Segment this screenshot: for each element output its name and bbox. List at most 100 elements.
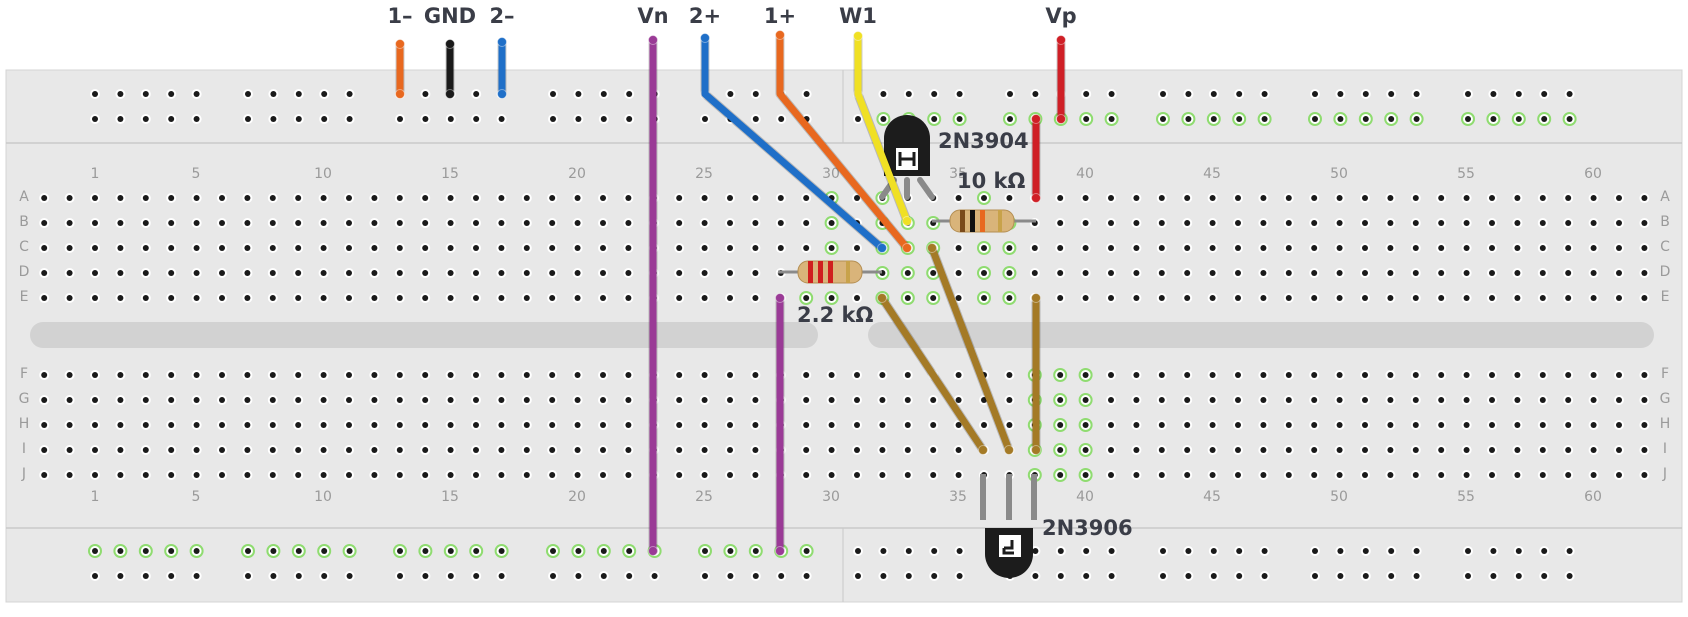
hole bbox=[1590, 195, 1597, 201]
hole bbox=[1082, 195, 1089, 201]
col-num: 25 bbox=[695, 166, 713, 182]
hole bbox=[320, 295, 327, 301]
hole bbox=[1133, 472, 1140, 478]
hole bbox=[752, 270, 759, 276]
hole bbox=[244, 270, 251, 276]
hole bbox=[422, 245, 429, 251]
hole bbox=[1336, 295, 1343, 301]
hole bbox=[600, 548, 607, 554]
hole bbox=[930, 447, 937, 453]
hole bbox=[1337, 91, 1344, 97]
hole bbox=[1158, 422, 1165, 428]
hole bbox=[295, 270, 302, 276]
hole bbox=[931, 91, 938, 97]
hole bbox=[1057, 195, 1064, 201]
hole bbox=[549, 372, 556, 378]
hole bbox=[371, 372, 378, 378]
hole bbox=[828, 422, 835, 428]
wire-w1 bbox=[854, 32, 911, 225]
hole bbox=[727, 447, 733, 453]
hole bbox=[473, 270, 479, 276]
hole bbox=[295, 472, 302, 478]
wire-2-plus bbox=[701, 34, 886, 252]
hole bbox=[1514, 270, 1521, 276]
hole bbox=[397, 573, 403, 579]
hole bbox=[396, 472, 403, 478]
hole bbox=[905, 573, 912, 579]
hole bbox=[397, 548, 403, 554]
hole bbox=[219, 397, 225, 403]
hole bbox=[1184, 220, 1191, 226]
hole bbox=[498, 270, 505, 276]
hole bbox=[1184, 472, 1191, 478]
hole bbox=[575, 116, 582, 122]
hole bbox=[1082, 397, 1089, 403]
hole bbox=[92, 220, 98, 226]
hole bbox=[1235, 220, 1241, 226]
hole bbox=[1438, 372, 1445, 378]
row-letter: H bbox=[1660, 416, 1671, 432]
hole bbox=[1006, 422, 1013, 428]
hole bbox=[269, 295, 276, 301]
hole bbox=[168, 397, 175, 403]
hole bbox=[727, 91, 734, 97]
hole bbox=[117, 295, 124, 301]
hole bbox=[193, 220, 200, 226]
hole bbox=[828, 295, 835, 301]
hole bbox=[727, 397, 733, 403]
hole bbox=[523, 295, 530, 301]
hole bbox=[245, 91, 251, 97]
label-10k: 10 kΩ bbox=[957, 169, 1026, 193]
hole bbox=[1057, 220, 1064, 226]
hole bbox=[752, 245, 759, 251]
hole bbox=[1158, 195, 1165, 201]
hole bbox=[1565, 422, 1572, 428]
hole bbox=[1158, 397, 1165, 403]
hole bbox=[855, 548, 861, 554]
hole bbox=[1438, 245, 1445, 251]
hole bbox=[1209, 195, 1216, 201]
hole bbox=[1235, 472, 1241, 478]
hole bbox=[498, 372, 505, 378]
hole bbox=[676, 397, 683, 403]
hole bbox=[473, 548, 480, 554]
hole bbox=[270, 548, 277, 554]
hole bbox=[879, 372, 886, 378]
hole bbox=[956, 116, 963, 122]
wire-1-minus-end bbox=[395, 39, 405, 49]
hole bbox=[346, 372, 352, 378]
hole bbox=[1362, 270, 1368, 276]
hole bbox=[1514, 220, 1521, 226]
hole bbox=[1209, 422, 1216, 428]
wire-red-jumper-end bbox=[1031, 114, 1041, 124]
hole bbox=[346, 573, 353, 579]
hole bbox=[1261, 91, 1268, 97]
hole bbox=[142, 573, 149, 579]
hole bbox=[1438, 220, 1445, 226]
hole bbox=[41, 270, 48, 276]
wire-2-plus-end bbox=[700, 33, 710, 43]
hole bbox=[1590, 220, 1597, 226]
hole bbox=[1311, 295, 1318, 301]
hole bbox=[1387, 397, 1394, 403]
hole bbox=[1514, 397, 1521, 403]
hole bbox=[41, 397, 48, 403]
hole bbox=[930, 472, 937, 478]
label-gnd: GND bbox=[424, 4, 476, 28]
component-labels: 2N3904 10 kΩ 2.2 kΩ 2N3906 bbox=[797, 129, 1133, 540]
hole bbox=[1387, 472, 1394, 478]
hole bbox=[346, 295, 352, 301]
signal-labels: 1– GND 2– Vn 2+ 1+ W1 Vp bbox=[387, 4, 1076, 28]
hole bbox=[1489, 372, 1495, 378]
hole bbox=[956, 91, 963, 97]
hole bbox=[346, 116, 353, 122]
hole bbox=[701, 372, 708, 378]
hole bbox=[1209, 270, 1216, 276]
label-vn: Vn bbox=[637, 4, 668, 28]
hole bbox=[66, 397, 73, 403]
resistor-2-2k bbox=[778, 260, 882, 284]
hole bbox=[1083, 91, 1090, 97]
hole bbox=[422, 548, 429, 554]
col-num: 55 bbox=[1457, 166, 1475, 182]
hole bbox=[142, 548, 149, 554]
